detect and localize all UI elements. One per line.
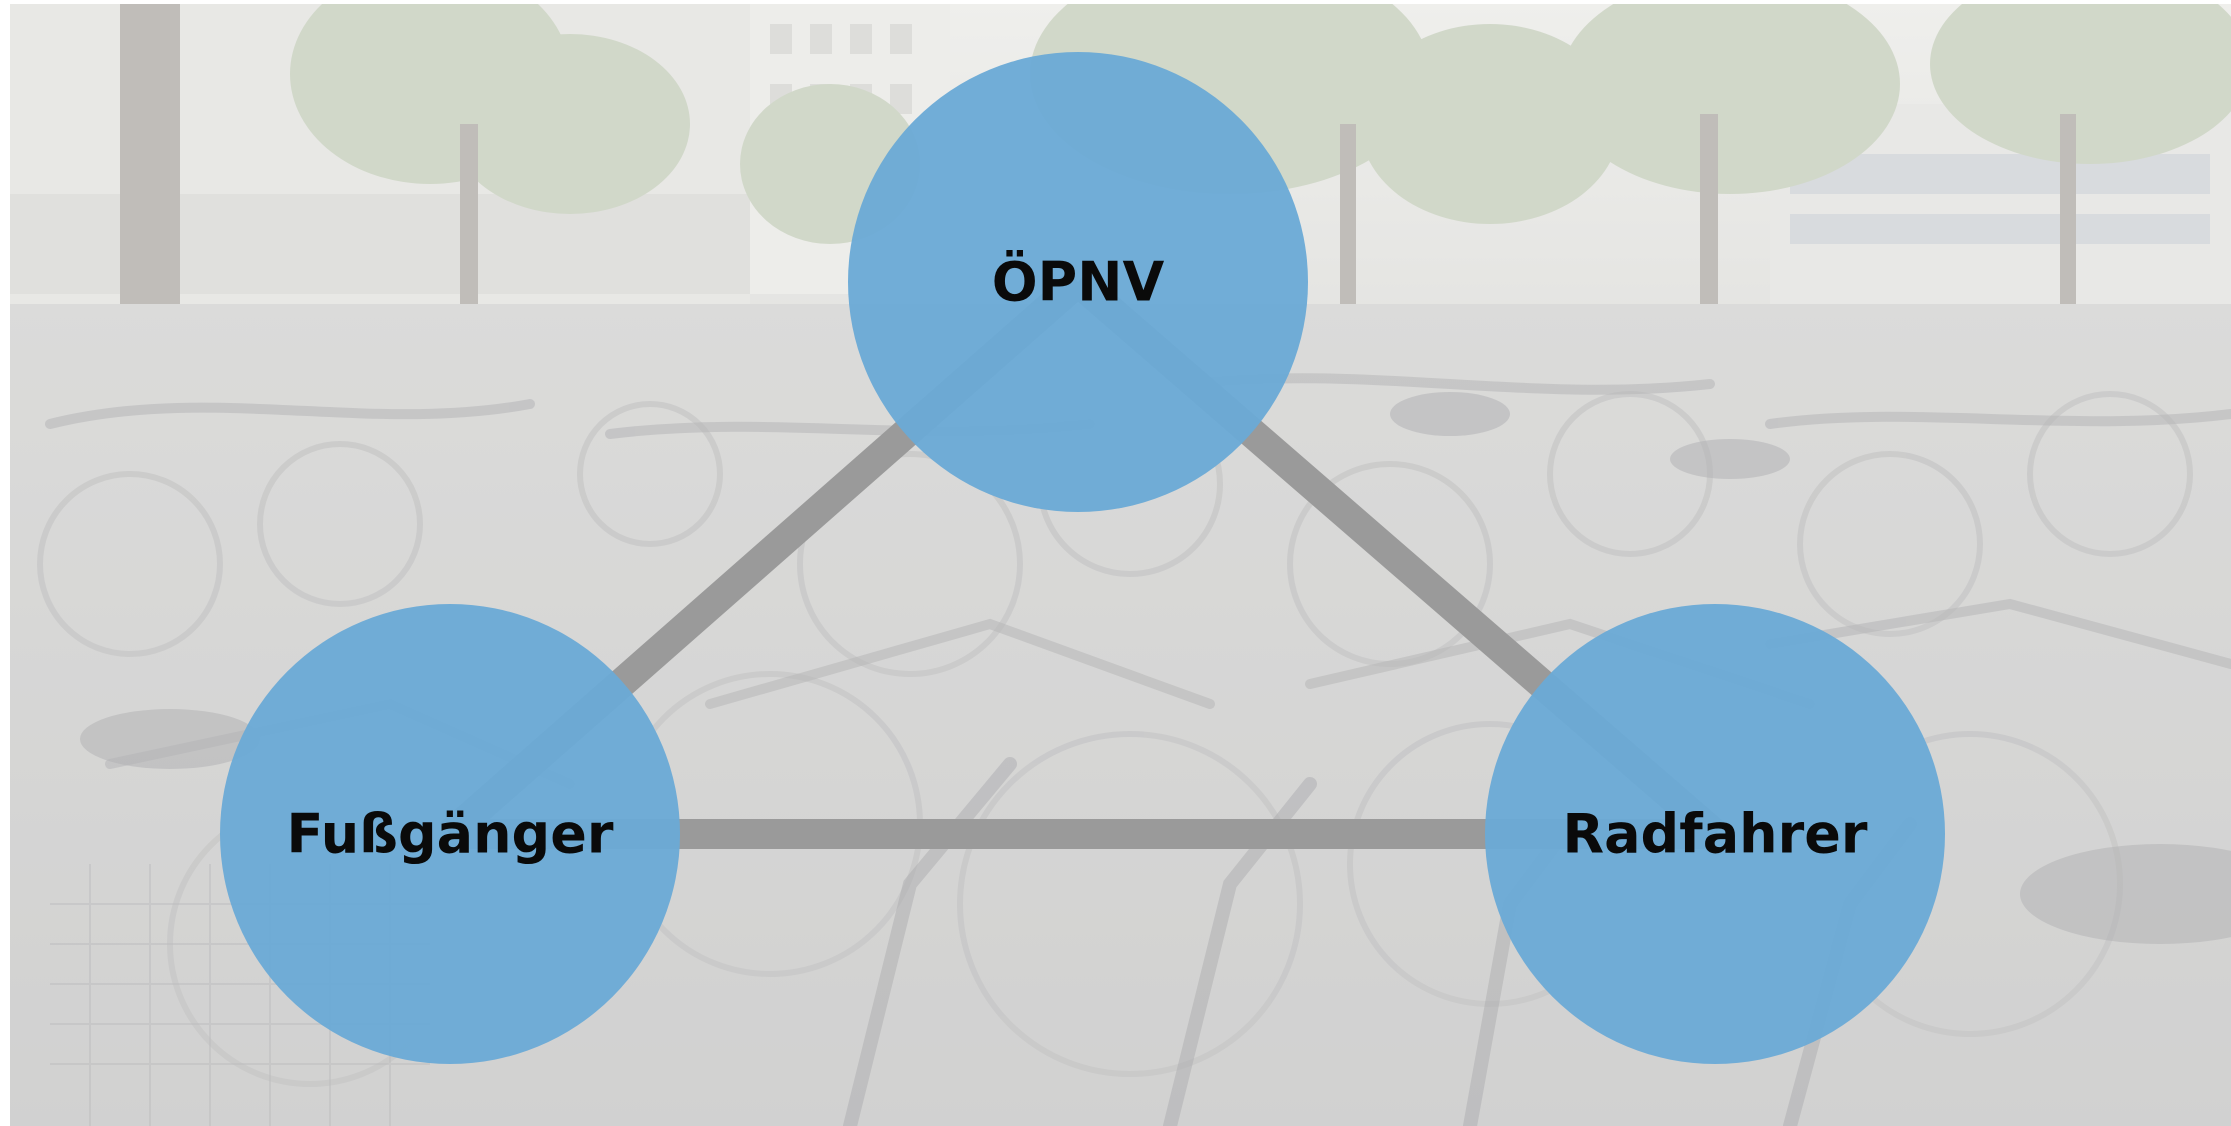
node-oepnv: ÖPNV — [848, 52, 1308, 512]
slide: ÖPNV Fußgänger Radfahrer — [10, 4, 2231, 1126]
node-label-fussgaenger: Fußgänger — [287, 803, 614, 866]
node-circle — [848, 52, 1308, 512]
node-label-radfahrer: Radfahrer — [1563, 803, 1868, 866]
node-fussgaenger: Fußgänger — [220, 604, 680, 1064]
node-radfahrer: Radfahrer — [1485, 604, 1945, 1064]
node-circle — [220, 604, 680, 1064]
node-circle — [1485, 604, 1945, 1064]
node-label-oepnv: ÖPNV — [992, 251, 1165, 314]
mobility-triangle-diagram: ÖPNV Fußgänger Radfahrer — [220, 52, 1945, 1064]
